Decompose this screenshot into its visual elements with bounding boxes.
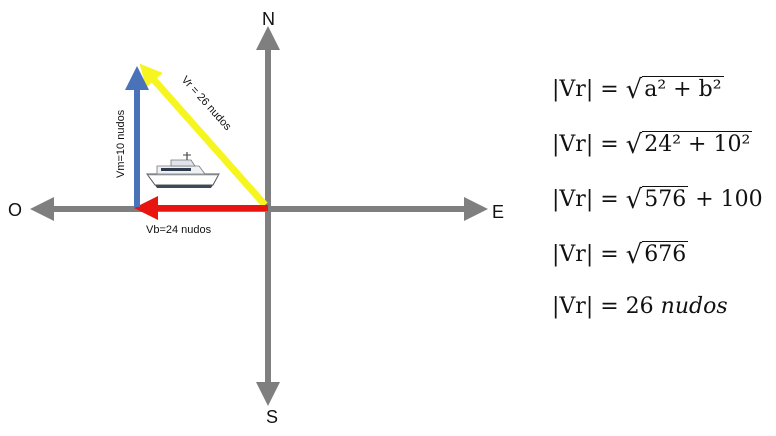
- equals-sign: =: [600, 242, 619, 267]
- equation-5: |Vr| = 26 nudos: [552, 296, 728, 318]
- sqrt-radical: √576: [625, 185, 689, 215]
- sqrt-radical: √a² + b²: [625, 75, 724, 105]
- equation-3: |Vr| = √576 + 100: [552, 186, 763, 213]
- equals-sign: =: [600, 132, 619, 157]
- equals-sign: =: [600, 187, 619, 212]
- boat-icon: [146, 152, 220, 188]
- equation-1: |Vr| = √a² + b²: [552, 76, 724, 103]
- west-label: O: [8, 200, 22, 220]
- equals-sign: =: [600, 77, 619, 102]
- sqrt-content: 676: [642, 241, 689, 267]
- equation-lhs: |Vr|: [552, 187, 594, 212]
- east-label: E: [492, 202, 504, 222]
- sum-tail: + 100: [695, 187, 763, 212]
- sqrt-content: 24² + 10²: [642, 131, 753, 157]
- equation-lhs: |Vr|: [552, 77, 594, 102]
- vm-label: Vm=10 nudos: [115, 109, 127, 178]
- vb-label: Vb=24 nudos: [146, 224, 212, 236]
- equation-lhs: |Vr|: [552, 294, 594, 319]
- equation-lhs: |Vr|: [552, 242, 594, 267]
- equation-4: |Vr| = √676: [552, 240, 689, 270]
- vr-vector: [139, 63, 268, 208]
- south-label: S: [266, 407, 278, 427]
- equation-2: |Vr| = √24² + 10²: [552, 130, 753, 160]
- sqrt-content: 576: [642, 186, 689, 212]
- sqrt-content: a² + b²: [642, 76, 724, 102]
- vr-label: Vr = 26 nudos: [179, 74, 234, 133]
- result-unit: nudos: [660, 294, 728, 319]
- equation-lhs: |Vr|: [552, 132, 594, 157]
- north-label: N: [262, 9, 275, 29]
- sqrt-radical: √24² + 10²: [625, 130, 753, 160]
- result-value: = 26: [600, 294, 654, 319]
- sqrt-radical: √676: [625, 240, 689, 270]
